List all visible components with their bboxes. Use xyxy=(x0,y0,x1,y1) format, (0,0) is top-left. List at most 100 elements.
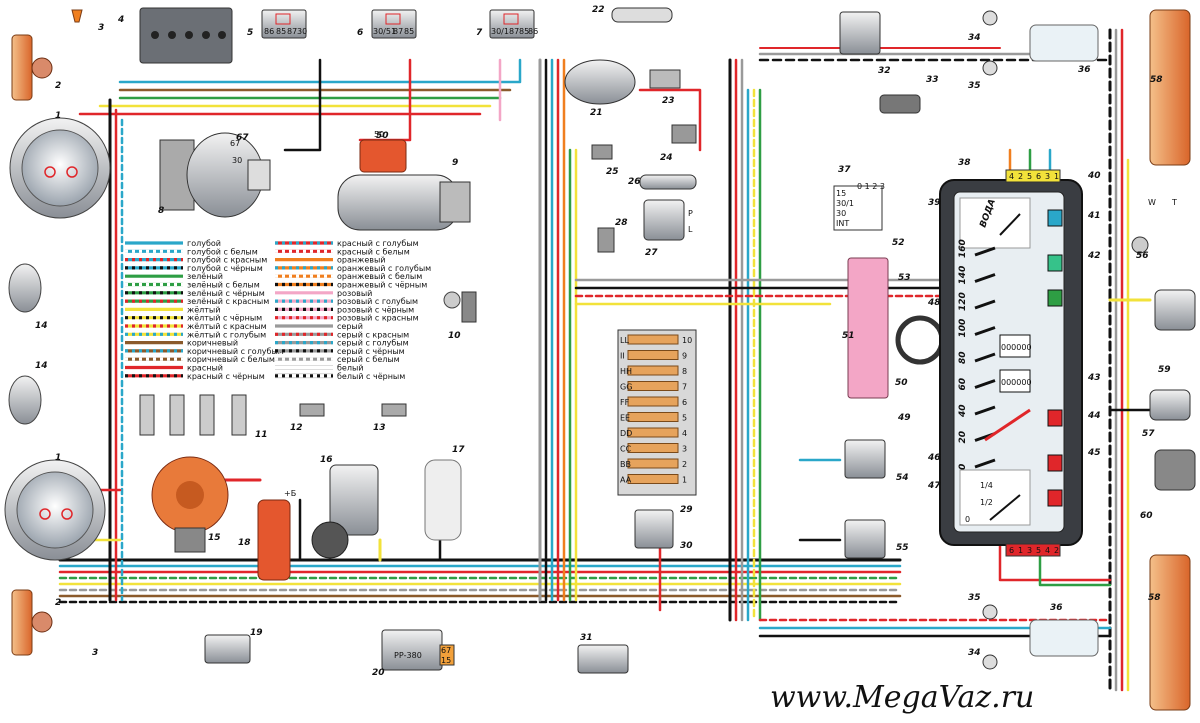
fuse-letter-5: EE xyxy=(620,414,630,423)
headlamp-left-top xyxy=(9,117,111,219)
wire-harness xyxy=(58,28,1152,692)
legend-label-left-10: жёлтый с красным xyxy=(187,322,267,331)
relay-7: 30/1 87 85 86 xyxy=(489,9,538,39)
legend-label-left-4: зелёный xyxy=(187,272,223,281)
callout-13: 13 xyxy=(373,423,386,433)
sensor-26 xyxy=(639,174,697,190)
switch-23 xyxy=(649,69,681,89)
fuse-number-2: 2 xyxy=(682,460,687,469)
callout-25: 25 xyxy=(606,167,619,177)
callout-14-2: 14 xyxy=(35,361,48,371)
legend-label-left-6: зелёный с чёрным xyxy=(187,289,265,298)
top-connector-pin-4: 6 xyxy=(1036,172,1041,181)
top-connector-pin-3: 5 xyxy=(1027,172,1032,181)
lamp-57 xyxy=(1149,389,1191,421)
callout-12: 12 xyxy=(290,423,303,433)
lamp-60 xyxy=(1154,449,1196,491)
coil-label: +Б xyxy=(284,489,296,498)
sensor-13 xyxy=(381,403,407,417)
ignition-distributor-15 xyxy=(151,456,229,553)
warning-lamp-40 xyxy=(1047,209,1063,227)
speed-tick-160: 160 xyxy=(958,239,968,258)
callout-50-2: 50 xyxy=(895,378,908,388)
callout-58: 58 xyxy=(1150,75,1163,85)
legend-label-right-9: розовый с красным xyxy=(337,314,419,323)
relay-5-pin-b: 85 xyxy=(276,27,286,36)
callout-33: 33 xyxy=(926,75,939,85)
callout-51: 51 xyxy=(842,331,855,341)
bottom-connector-pin-3: 3 xyxy=(1027,546,1032,555)
fuse-number-9: 9 xyxy=(682,352,687,361)
cigarette-lighter-33 xyxy=(879,94,921,114)
steering-wheel-50 xyxy=(895,315,945,365)
legend-label-left-2: голубой с красным xyxy=(187,256,267,265)
bottom-connector xyxy=(1005,543,1061,557)
callout-55: 55 xyxy=(896,543,909,553)
lamp-35-bottom xyxy=(982,604,998,620)
legend-label-right-7: розовый с голубым xyxy=(337,297,418,306)
regulator-label: РР-380 xyxy=(394,651,422,660)
washer-pump-17 xyxy=(424,459,462,541)
speed-tick-0: 0 xyxy=(958,464,968,470)
speed-tick-mark-60 xyxy=(974,379,996,389)
sensor-10 xyxy=(443,291,477,323)
wiper-motor-16 xyxy=(311,464,379,559)
callout-28: 28 xyxy=(615,218,628,228)
relay-5-pin-a: 86 xyxy=(264,27,274,36)
callout-41: 41 xyxy=(1087,211,1101,221)
callout-3: 3 xyxy=(98,23,104,33)
callout-2: 2 xyxy=(55,81,61,91)
fuse-10 xyxy=(627,334,679,345)
legend-label-right-2: оранжевый xyxy=(337,256,385,265)
sensor-56: W T xyxy=(1131,198,1177,254)
legend-label-right-5: оранжевый с чёрным xyxy=(337,281,427,290)
fuse-4 xyxy=(627,427,679,438)
legend-label-left-1: голубой с белым xyxy=(187,247,258,256)
relay-7-pin-b: 87 xyxy=(509,27,519,36)
callout-16: 16 xyxy=(320,455,333,465)
legend-label-right-11: серый с красным xyxy=(337,330,409,339)
callout-26: 26 xyxy=(628,177,641,187)
legend-label-right-0: красный с голубым xyxy=(337,239,419,248)
lamp-22 xyxy=(611,7,673,23)
fuse-number-5: 5 xyxy=(682,414,687,423)
speed-tick-60: 60 xyxy=(958,378,968,391)
side-turn-lamp-top xyxy=(11,34,53,101)
callout-40: 40 xyxy=(1087,171,1101,181)
speed-tick-140: 140 xyxy=(958,266,968,285)
fog-lamp-14-a xyxy=(8,263,42,313)
legend-label-right-16: белый с чёрным xyxy=(337,372,405,381)
fuse-number-4: 4 xyxy=(682,429,687,438)
fuse-2 xyxy=(627,458,679,469)
callout-59: 59 xyxy=(1158,365,1171,375)
fuse-7 xyxy=(627,381,679,391)
sensor-25 xyxy=(591,144,613,160)
switch37-pin-301: 30/1 xyxy=(836,199,854,208)
fuse-8 xyxy=(627,365,679,376)
rear-lamp-58-bottom xyxy=(1149,554,1191,711)
relay-6-pin-a: 30/51 xyxy=(373,27,396,36)
callout-54: 54 xyxy=(896,473,909,483)
interior-lamp-36-top xyxy=(1029,24,1099,62)
relay-6: 30/51 87 85 xyxy=(371,9,417,39)
lamp-34-bottom xyxy=(982,654,998,670)
fuse-5 xyxy=(627,412,679,422)
watermark: www.MegaVaz.ru xyxy=(770,680,1035,715)
callout-49: 49 xyxy=(897,413,911,423)
callout-5: 5 xyxy=(247,28,253,38)
warning-lamp-43 xyxy=(1047,409,1063,427)
fuel-half: 1/2 xyxy=(980,498,993,507)
warning-lamp-41 xyxy=(1047,254,1063,272)
callout-53: 53 xyxy=(898,273,911,283)
legend-label-left-3: голубой с чёрным xyxy=(187,264,263,273)
callout-14: 14 xyxy=(35,321,48,331)
speed-tick-mark-0 xyxy=(974,458,996,469)
legend-label-left-5: зелёный с белым xyxy=(187,281,260,290)
relay-7-pin-d: 86 xyxy=(528,27,538,36)
callout-1-2: 1 xyxy=(55,453,61,463)
callout-9: 9 xyxy=(452,158,458,168)
callout-3-2: 3 xyxy=(92,648,98,658)
speed-tick-mark-100 xyxy=(974,326,996,336)
